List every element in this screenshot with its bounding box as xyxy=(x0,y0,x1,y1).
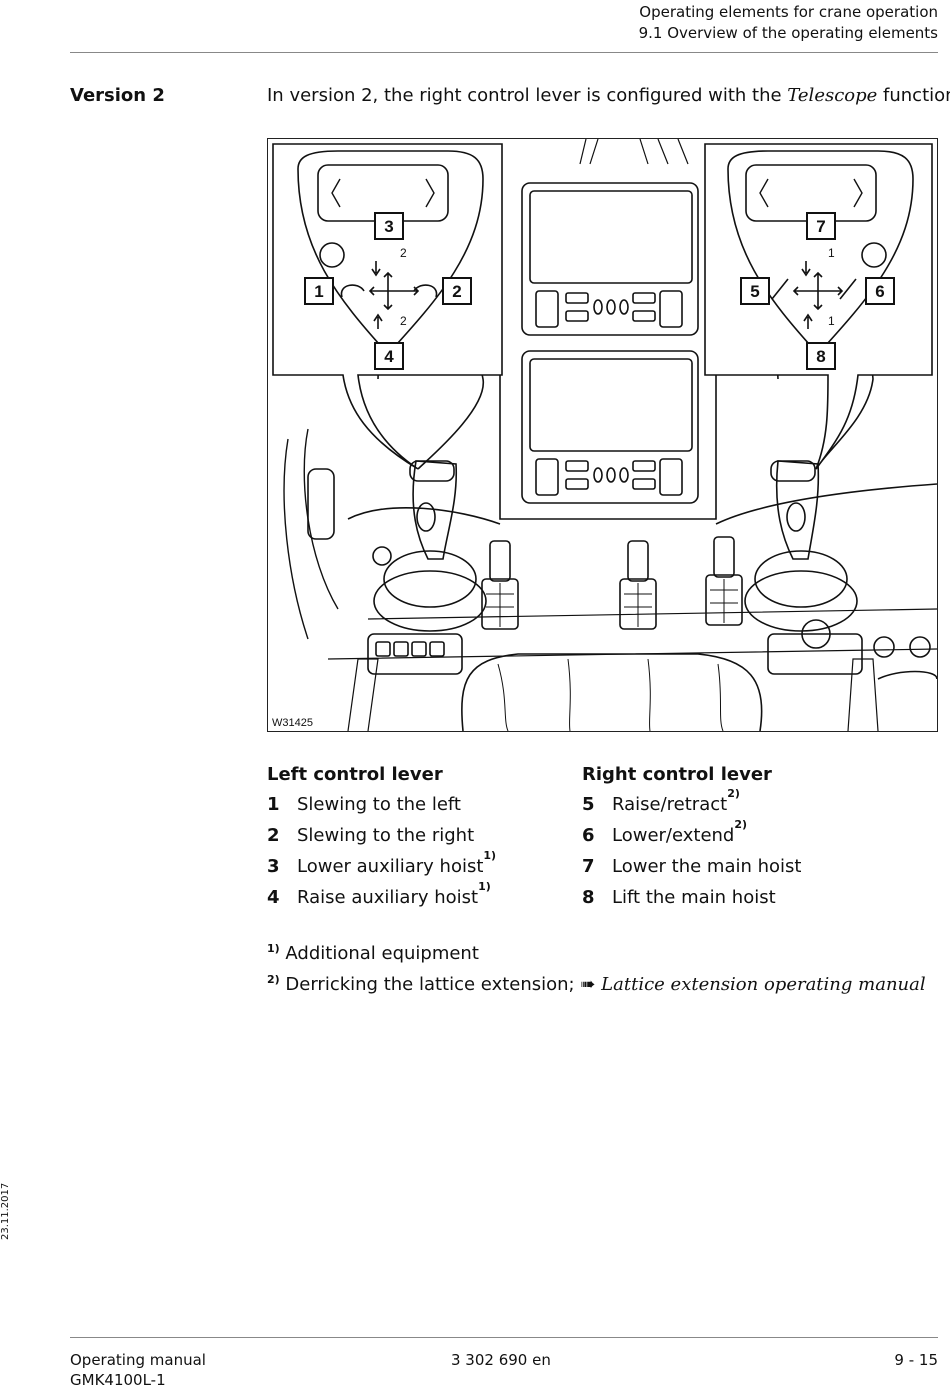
running-header: Operating elements for crane operation 9… xyxy=(639,2,938,44)
legend-num: 3 xyxy=(267,856,280,877)
cross-reference-arrow-icon: ➠ xyxy=(580,974,596,995)
left-lever-diagram xyxy=(272,143,503,470)
hoist-mark-left-bottom: 2 xyxy=(400,314,407,328)
legend-text: Slewing to the right xyxy=(297,825,475,846)
footer-page-number: 9 - 15 xyxy=(894,1351,938,1369)
callout-7: 7 xyxy=(816,217,825,236)
legend-num: 6 xyxy=(582,825,595,846)
legend-num: 2 xyxy=(267,825,280,846)
legend-text: Lower the main hoist xyxy=(612,856,802,877)
right-lever-title: Right control lever xyxy=(582,764,772,785)
legend-num: 7 xyxy=(582,856,595,877)
intro-function-name: Telescope xyxy=(787,85,878,106)
footnote-text: Additional equipment xyxy=(279,943,479,964)
legend-text: Lower/extend xyxy=(612,825,735,846)
side-date: 23.11.2017 xyxy=(0,1182,11,1240)
hoist-mark-right-bottom: 1 xyxy=(828,314,835,328)
callout-5: 5 xyxy=(750,282,759,301)
callout-2: 2 xyxy=(452,282,461,301)
legend-num: 1 xyxy=(267,794,280,815)
control-lever-figure: 3 1 2 4 7 5 6 8 2 2 1 1 W31425 xyxy=(267,138,938,732)
legend-item: 2 Slewing to the right xyxy=(267,825,496,856)
callout-labels: 3 1 2 4 7 5 6 8 xyxy=(314,217,884,366)
header-section: 9.1 Overview of the operating elements xyxy=(638,24,938,42)
footnote-2: 2) Derricking the lattice extension; ➠ L… xyxy=(267,974,926,995)
legend-text: Raise/retract xyxy=(612,794,728,815)
intro-part: function. xyxy=(883,85,950,106)
legend-num: 4 xyxy=(267,887,280,908)
hoist-mark-left-top: 2 xyxy=(400,246,407,260)
pedals xyxy=(481,536,743,630)
footer-rule xyxy=(70,1337,938,1338)
legend-item: 1 Slewing to the left xyxy=(267,794,496,825)
footer-left: Operating manual GMK4100L-1 xyxy=(70,1350,206,1390)
figure-id: W31425 xyxy=(272,717,313,729)
footer-doc-type: Operating manual xyxy=(70,1351,206,1369)
callout-boxes xyxy=(304,212,895,370)
version-label: Version 2 xyxy=(70,85,165,106)
upper-display xyxy=(521,182,699,336)
callout-4: 4 xyxy=(384,347,394,366)
left-lever-title: Left control lever xyxy=(267,764,443,785)
cabin-illustration: 3 1 2 4 7 5 6 8 2 2 1 1 xyxy=(272,139,937,731)
callout-1: 1 xyxy=(314,282,323,301)
footer-doc-number: 3 302 690 en xyxy=(451,1351,551,1369)
hoist-mark-right-top: 1 xyxy=(828,246,835,260)
footnote-text: Derricking the lattice extension; xyxy=(279,974,581,995)
footer-model: GMK4100L-1 xyxy=(70,1371,166,1389)
footnote-1: 1) Additional equipment xyxy=(267,943,479,964)
legend-text: Raise auxiliary hoist xyxy=(297,887,479,908)
legend-num: 8 xyxy=(582,887,595,908)
intro-text: In version 2, the right control lever is… xyxy=(267,85,950,106)
footnote-mark: 1) xyxy=(267,942,280,955)
legend-text: Lower auxiliary hoist xyxy=(297,856,484,877)
callout-8: 8 xyxy=(816,347,825,366)
legend-text: Lift the main hoist xyxy=(612,887,776,908)
callout-3: 3 xyxy=(384,217,393,236)
right-lever-diagram xyxy=(704,143,933,470)
legend-item: 8 Lift the main hoist xyxy=(582,887,801,918)
header-rule xyxy=(70,52,938,53)
cross-reference-link[interactable]: Lattice extension operating manual xyxy=(601,974,926,995)
header-chapter: Operating elements for crane operation xyxy=(639,3,938,21)
legend-num: 5 xyxy=(582,794,595,815)
legend-item: 7 Lower the main hoist xyxy=(582,856,801,887)
callout-6: 6 xyxy=(875,282,884,301)
lower-display xyxy=(521,350,699,504)
intro-part: In version 2, the right control lever is… xyxy=(267,85,788,106)
legend-text: Slewing to the left xyxy=(297,794,461,815)
footnote-mark: 2) xyxy=(267,973,280,986)
